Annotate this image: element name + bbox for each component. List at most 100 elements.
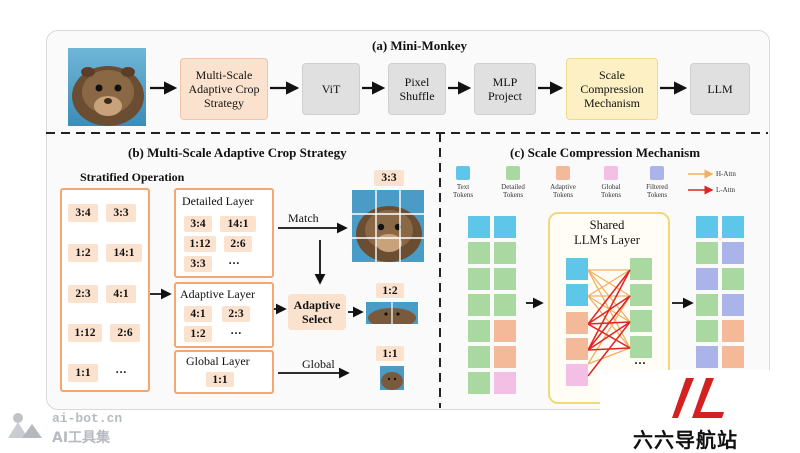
ratio-chip: 1:12	[68, 324, 102, 342]
watermark-ai-bot: ai-bot.cn	[52, 411, 123, 426]
shared-token-detailed	[630, 284, 652, 306]
crop-ratio-label-1x1: 1:1	[376, 346, 404, 361]
output-token-adaptive	[722, 320, 744, 342]
part-a-title: (a) Mini-Monkey	[372, 38, 467, 53]
legend-label-filtered: Filtered Tokens	[646, 183, 668, 199]
output-token-text	[696, 216, 718, 238]
global-layer-label: Global Layer	[186, 354, 250, 368]
ratio-chip: 3:4	[68, 204, 98, 222]
shared-token-adaptive	[566, 312, 588, 334]
h-attn-label: H-Attn	[716, 170, 736, 178]
adaptive-ratio-chip: 4:1	[184, 306, 212, 322]
ratio-chip: 14:1	[106, 244, 142, 262]
output-token-filtered	[722, 242, 744, 264]
ratio-ellipsis: ···	[115, 367, 127, 379]
multi-scale-crop-box: Multi-Scale Adaptive Crop Strategy	[180, 58, 268, 120]
legend-label-global: Global Tokens	[600, 183, 622, 199]
output-token-adaptive	[722, 346, 744, 368]
llm-box: LLM	[690, 63, 750, 115]
legend-swatch-text	[456, 166, 470, 180]
detailed-ratio-chip: 2:6	[224, 236, 252, 252]
token-detailed	[468, 294, 490, 316]
adaptive-ratio-chip: 2:3	[222, 306, 250, 322]
adaptive-ratio-chip: 1:2	[184, 326, 212, 342]
detailed-ratio-chip: 14:1	[220, 216, 256, 232]
crop-ratio-label-1x2: 1:2	[376, 283, 404, 298]
match-label: Match	[288, 211, 319, 225]
legend-label-detailed: Detailed Tokens	[501, 183, 525, 199]
shared-token-detailed	[630, 258, 652, 280]
watermark-liuliu: 六六导航站	[633, 428, 738, 452]
vit-box: ViT	[302, 63, 360, 115]
output-token-filtered	[696, 346, 718, 368]
adaptive-ratio-ellipsis: ···	[230, 328, 242, 340]
output-token-filtered	[722, 294, 744, 316]
mlp-project-box: MLP Project	[474, 63, 536, 115]
ratio-chip: 1:2	[68, 244, 98, 262]
part-b-title: (b) Multi-Scale Adaptive Crop Strategy	[128, 145, 347, 160]
detailed-ratio-chip: 3:4	[184, 216, 212, 232]
ratio-chip: 4:1	[106, 285, 136, 303]
token-detailed	[468, 242, 490, 264]
crop-image-3x3-grid	[352, 190, 424, 262]
output-token-filtered	[696, 268, 718, 290]
token-detailed	[494, 268, 516, 290]
token-text	[494, 216, 516, 238]
token-detailed	[468, 346, 490, 368]
global-ratio-chip: 1:1	[206, 372, 234, 387]
legend-swatch-filtered	[650, 166, 664, 180]
token-detailed	[468, 268, 490, 290]
adaptive-layer-label: Adaptive Layer	[180, 287, 255, 301]
part-c-title: (c) Scale Compression Mechanism	[510, 145, 701, 160]
shared-token-detailed	[630, 336, 652, 358]
token-text	[468, 216, 490, 238]
adaptive-select-box: Adaptive Select	[288, 294, 346, 330]
shared-token-adaptive	[566, 338, 588, 360]
shared-token-global	[566, 364, 588, 386]
detailed-layer-label: Detailed Layer	[182, 194, 254, 208]
output-token-text	[722, 216, 744, 238]
ratio-chip: 2:3	[68, 285, 98, 303]
shared-token-text	[566, 284, 588, 306]
token-detailed	[494, 294, 516, 316]
output-token-detailed	[696, 242, 718, 264]
legend-swatch-global	[604, 166, 618, 180]
token-adaptive	[494, 320, 516, 342]
token-detailed	[468, 320, 490, 342]
ratio-chip: 3:3	[106, 204, 136, 222]
shared-token-text	[566, 258, 588, 280]
stratified-operation-label: Stratified Operation	[80, 170, 185, 184]
input-image-guinea-pig	[68, 48, 146, 126]
detailed-ratio-chip: 3:3	[184, 256, 212, 272]
detailed-ratio-chip: 1:12	[184, 236, 216, 252]
crop-image-1x2	[366, 302, 418, 324]
token-detailed	[468, 372, 490, 394]
attention-lines	[588, 269, 631, 377]
crop-ratio-label-3x3: 3:3	[374, 170, 404, 186]
shared-llm-layer-label: Shared LLM's Layer	[574, 218, 640, 247]
global-label: Global	[302, 357, 335, 371]
output-token-detailed	[696, 320, 718, 342]
crop-image-1x1	[380, 366, 404, 390]
l-attn-label: L-Attn	[716, 186, 736, 194]
token-adaptive	[494, 346, 516, 368]
output-token-detailed	[696, 294, 718, 316]
shared-token-detailed	[630, 310, 652, 332]
shared-token-ellipsis: ···	[634, 356, 647, 370]
ratio-chip: 2:6	[110, 324, 140, 342]
watermark-ai-tools: AI工具集	[52, 430, 111, 446]
legend-swatch-detailed	[506, 166, 520, 180]
legend-swatch-adaptive	[556, 166, 570, 180]
legend-label-adaptive: Adaptive Tokens	[550, 183, 576, 199]
legend-label-text: Text Tokens	[452, 183, 474, 199]
detailed-ratio-ellipsis: ···	[228, 258, 240, 270]
ratio-chip: 1:1	[68, 364, 98, 382]
token-detailed	[494, 242, 516, 264]
pixel-shuffle-box: Pixel Shuffle	[388, 63, 446, 115]
scale-compression-box: Scale Compression Mechanism	[566, 58, 658, 120]
liuliu-logo-icon	[672, 376, 728, 420]
token-global	[494, 372, 516, 394]
ai-bot-logo-icon	[6, 410, 46, 440]
output-token-detailed	[722, 268, 744, 290]
